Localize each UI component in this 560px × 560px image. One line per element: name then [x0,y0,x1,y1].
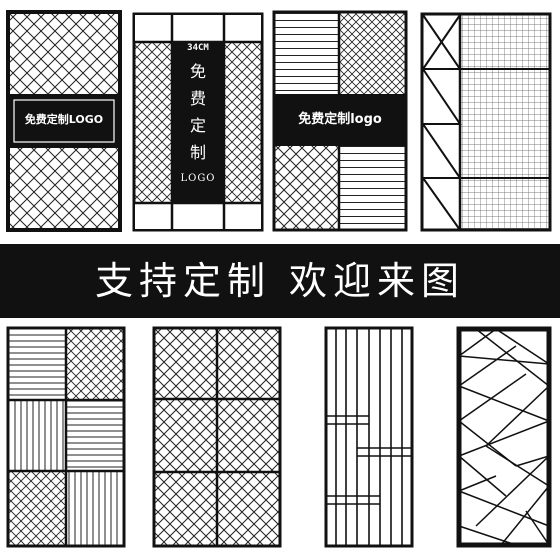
panel-3-drawing [272,10,408,232]
panel-6-drawing [152,326,282,548]
panel-3-quadrant-lattice: 免费定制logo [272,10,408,232]
panel-1-diagonal-lattice: 免费定制LOGO [6,10,122,232]
banner-text-part-2: 欢迎来图 [289,259,466,303]
promo-banner: 支持定制欢迎来图 [0,244,560,318]
panel-2-logo-label: LOGO [180,173,216,184]
banner-text: 支持定制欢迎来图 [0,256,560,306]
panel-2-char-1: 免 [189,62,206,81]
panel-2-size-label: 34CM [187,43,209,53]
panel-5-six-block-lattice [6,326,126,548]
panel-7-vertical-bars [324,326,414,548]
panel-7-drawing [324,326,414,548]
panel-1-drawing [6,10,122,232]
panel-2-char-3: 定 [189,116,206,135]
panel-6-grid-lattice [152,326,282,548]
panel-4-triangle-grid [420,12,552,232]
panel-2-vertical-label: 免 费 定 制 [172,58,224,166]
panel-1-logo-label: 免费定制LOGO [24,113,104,126]
panel-4-drawing [420,12,552,232]
panel-5-drawing [6,326,126,548]
panel-2-drawing [132,12,264,232]
panel-3-logo-label: 免费定制logo [298,112,382,127]
panel-2-center-column-lattice: 34CM 免 费 定 制 LOGO [132,12,264,232]
panel-8-drawing [456,326,552,548]
panel-2-char-4: 制 [189,143,206,162]
panel-2-char-2: 费 [189,89,206,108]
banner-text-part-1: 支持定制 [94,259,271,303]
panel-8-triangle-mosaic [456,326,552,548]
